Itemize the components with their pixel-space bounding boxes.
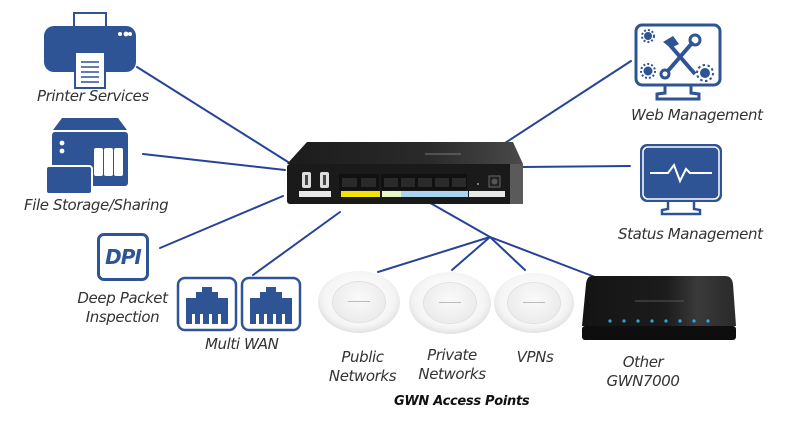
dpi-icon-text: DPI [105, 245, 142, 269]
ethernet-port-icon [176, 276, 238, 332]
monitor-pulse-icon [640, 144, 722, 216]
line-ap-vpn [489, 236, 526, 271]
ethernet-port-icons [176, 276, 302, 332]
line-ap-private [451, 236, 491, 271]
gwn7000-router [285, 140, 525, 206]
other-gwn7000-device [580, 274, 740, 342]
dpi-icon: DPI [97, 233, 149, 281]
ap-private-label-line1: Private [427, 346, 477, 364]
printer-services-label: Printer Services [37, 87, 149, 105]
router-image [287, 142, 523, 204]
access-point-vpn [494, 273, 574, 333]
printer-icon [44, 12, 136, 89]
ap-public-label-line1: Public [341, 348, 384, 366]
access-points-caption: GWN Access Points [394, 394, 530, 409]
monitor-tools-icon [634, 23, 722, 101]
dpi-label-line2: Inspection [85, 308, 160, 326]
other-gwn7000-label-line2: GWN7000 [606, 372, 680, 390]
line-other-gwn [489, 236, 596, 278]
other-gwn7000-label: Other GWN7000 [598, 353, 688, 391]
printer-feature [42, 10, 142, 90]
line-ap-public [377, 236, 491, 273]
access-point-public [318, 271, 400, 333]
web-management-feature [633, 22, 723, 102]
ap-private-label: Private Networks [412, 346, 492, 384]
line-hub-trunk [424, 199, 491, 238]
multi-wan-label: Multi WAN [205, 335, 279, 353]
line-dpi [159, 195, 284, 249]
web-management-label: Web Management [631, 106, 763, 124]
line-web-mgmt [504, 60, 632, 144]
dpi-label: Deep Packet Inspection [70, 289, 175, 327]
file-storage-feature [44, 116, 132, 196]
status-management-feature [638, 143, 724, 216]
ap-vpn-label: VPNs [505, 348, 565, 367]
nas-icon [45, 118, 128, 195]
ethernet-port-icon [240, 276, 302, 332]
line-status-mgmt [521, 165, 631, 168]
access-point-private [409, 272, 491, 334]
ap-public-label: Public Networks [325, 348, 400, 386]
ap-private-label-line2: Networks [418, 365, 486, 383]
gwn7000-small-image [582, 276, 736, 340]
line-printer [136, 66, 289, 163]
other-gwn7000-label-line1: Other [622, 353, 664, 371]
file-storage-label: File Storage/Sharing [24, 196, 169, 214]
status-management-label: Status Management [618, 225, 763, 243]
ap-public-label-line2: Networks [328, 367, 397, 385]
ap-vpn-label-line1: VPNs [516, 348, 554, 366]
multi-wan-feature [176, 276, 306, 332]
line-file-storage [142, 153, 286, 171]
dpi-label-line1: Deep Packet [77, 289, 168, 307]
line-multi-wan [252, 211, 341, 276]
